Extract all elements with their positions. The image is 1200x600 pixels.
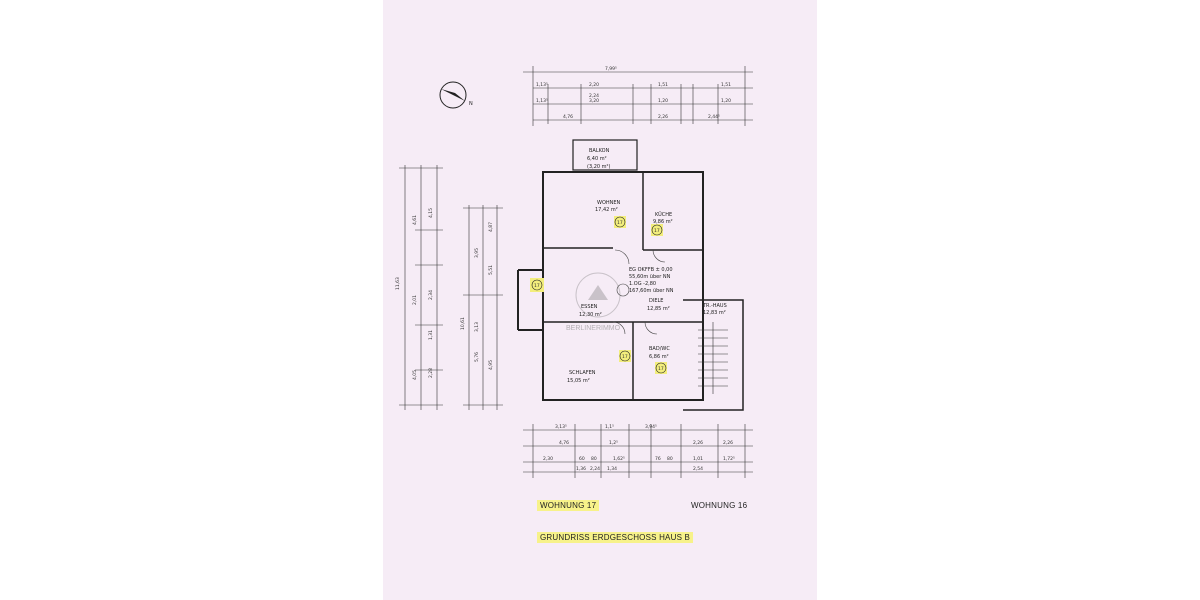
dim-bottom-o: 1,72⁵ xyxy=(723,456,735,462)
dim-left-a: 4,61 xyxy=(412,215,418,225)
plan-caption: GRUNDRISS ERDGESCHOSS HAUS B xyxy=(537,532,694,543)
essen-area: 12,30 m² xyxy=(579,312,602,318)
essen-name: ESSEN xyxy=(581,304,598,310)
dim-top-j: 4,76 xyxy=(563,114,573,120)
marker-wohnen: 17 xyxy=(617,220,623,226)
kueche-name: KÜCHE xyxy=(655,211,672,218)
level-line-1: EG OKFFB ± 0,00 xyxy=(629,267,673,273)
dim-left-f: 2,28 xyxy=(428,368,434,378)
door-swings xyxy=(612,249,666,335)
dim-left-j: 10,61 xyxy=(460,317,466,330)
dim-bottom-f: 2,26 xyxy=(693,440,703,446)
dim-top-k: 2,26 xyxy=(658,114,668,120)
floor-plan-drawing: N 7,99⁵ 1,13⁵ 2,20 2,24 1,51 1,51 1,13⁵ … xyxy=(395,66,753,478)
dim-left-b: 4,15 xyxy=(428,208,434,218)
dim-top-i: 1,20 xyxy=(721,98,731,104)
schlafen-area: 15,05 m² xyxy=(567,378,590,384)
balkon-extra: (3,20 m²) xyxy=(587,164,611,170)
balkon-name: BALKON xyxy=(589,148,610,154)
dim-bottom-a: 3,13⁵ xyxy=(555,424,567,430)
treppenhaus-name: TR.-HAUS xyxy=(702,303,727,309)
watermark-logo xyxy=(575,272,621,318)
dim-bottom-i: 60 xyxy=(579,456,585,462)
dim-top-g: 3,20 xyxy=(589,98,599,104)
dim-bottom-s: 2,54 xyxy=(693,466,703,472)
balkon-area: 6,40 m² xyxy=(587,156,607,162)
dim-top-total: 7,99⁵ xyxy=(605,66,617,72)
dim-bottom-l: 76 xyxy=(655,456,661,462)
marker-kueche: 17 xyxy=(654,228,660,234)
dim-top-b: 2,20 xyxy=(589,82,599,88)
neighbor-apartment-label: WOHNUNG 16 xyxy=(691,501,748,510)
wohnen-area: 17,42 m² xyxy=(595,207,618,213)
top-dimension-chain xyxy=(523,66,753,126)
bottom-dimension-chain xyxy=(523,424,753,478)
schlafen-name: SCHLAFEN xyxy=(569,370,596,376)
wohnen-name: WOHNEN xyxy=(597,200,621,206)
treppenhaus-area: 12,83 m² xyxy=(703,310,726,316)
bad-area: 6,86 m² xyxy=(649,354,669,360)
dim-bottom-h: 2,30 xyxy=(543,456,553,462)
dim-top-f: 1,13⁵ xyxy=(536,98,548,104)
svg-text:N: N xyxy=(469,101,473,107)
dim-left-total: 11,63 xyxy=(395,277,401,290)
diele-area: 12,85 m² xyxy=(647,306,670,312)
bad-name: BAD/WC xyxy=(649,346,670,352)
dim-bottom-m: 80 xyxy=(667,456,673,462)
diele-name: DIELE xyxy=(649,298,663,304)
dim-top-d: 1,51 xyxy=(658,82,668,88)
dim-left-c: 2,01 xyxy=(412,295,418,305)
watermark-text: BERLINERIMMO xyxy=(566,325,621,332)
dim-left-l: 3,13 xyxy=(474,322,480,332)
dim-top-c: 2,24 xyxy=(589,93,599,99)
dim-left-m: 4,95 xyxy=(488,360,494,370)
dim-left-i: 5,51 xyxy=(488,265,494,275)
dim-bottom-r: 1,34 xyxy=(607,466,617,472)
marker-bad: 17 xyxy=(658,366,664,372)
north-arrow-icon: N xyxy=(439,81,473,109)
dim-top-e: 1,51 xyxy=(721,82,731,88)
dim-bottom-b: 1,1⁵ xyxy=(605,424,614,430)
dim-left-e: 1,31 xyxy=(428,330,434,340)
dim-left-n: 4,87 xyxy=(488,222,494,232)
marker-entry: 17 xyxy=(534,283,540,289)
dim-top-h: 1,20 xyxy=(658,98,668,104)
level-line-2: 55,60m über NN xyxy=(629,274,671,280)
walls xyxy=(517,139,744,411)
dim-left-d: 2,34 xyxy=(428,290,434,300)
dim-bottom-c: 3,94⁵ xyxy=(645,424,657,430)
level-line-3: 1.OG -2,80 xyxy=(629,281,656,287)
unit-markers: 17 17 17 17 17 xyxy=(530,216,667,374)
dim-bottom-d: 4,76 xyxy=(559,440,569,446)
dim-bottom-q: 2,24 xyxy=(590,466,600,472)
dim-top-l: 2,44⁵ xyxy=(708,114,720,120)
stairs xyxy=(698,322,728,394)
dim-bottom-j: 80 xyxy=(591,456,597,462)
dim-left-h: 3,95 xyxy=(474,248,480,258)
level-line-4: 167,60m über NN xyxy=(629,288,674,294)
left-dimension-chain xyxy=(399,165,503,410)
dim-bottom-p: 1,36 xyxy=(576,466,586,472)
dim-top-a: 1,13⁵ xyxy=(536,82,548,88)
apartment-label: WOHNUNG 17 xyxy=(537,500,600,511)
dim-bottom-n: 1,01 xyxy=(693,456,703,462)
dim-left-g: 4,05 xyxy=(412,370,418,380)
dim-bottom-g: 2,26 xyxy=(723,440,733,446)
floor-plan-sheet: N 7,99⁵ 1,13⁵ 2,20 2,24 1,51 1,51 1,13⁵ … xyxy=(383,0,817,600)
dim-bottom-k: 1,62⁵ xyxy=(613,456,625,462)
dim-left-k: 5,76 xyxy=(474,352,480,362)
kueche-area: 9,86 m² xyxy=(653,219,673,225)
marker-schlafen: 17 xyxy=(622,354,628,360)
dim-bottom-e: 1,2⁵ xyxy=(609,440,618,446)
